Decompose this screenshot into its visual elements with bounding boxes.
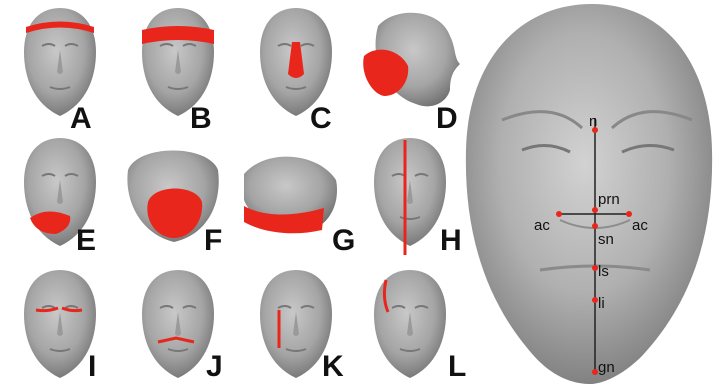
panel-e: E bbox=[0, 130, 120, 255]
landmark-ac-left bbox=[556, 211, 562, 217]
panel-h: H bbox=[350, 130, 470, 255]
panel-label: F bbox=[204, 226, 222, 256]
label-ac-right: ac bbox=[632, 217, 648, 234]
panel-label: H bbox=[440, 226, 462, 256]
panel-j: J bbox=[118, 262, 238, 387]
label-li: li bbox=[598, 295, 605, 312]
panel-label: J bbox=[206, 352, 223, 382]
label-ls: ls bbox=[598, 263, 609, 280]
landmark-sn bbox=[592, 223, 598, 229]
landmark-face: n prn ac ac sn ls li gn bbox=[462, 0, 717, 387]
face-surface bbox=[466, 4, 712, 384]
panel-d: D bbox=[350, 0, 470, 125]
panel-l: L bbox=[350, 262, 470, 387]
face-brow-region bbox=[118, 0, 238, 125]
panel-label: I bbox=[88, 352, 96, 382]
panel-i: I bbox=[0, 262, 120, 387]
panel-a: A bbox=[0, 0, 120, 125]
label-gn: gn bbox=[598, 359, 615, 376]
face-forehead-band bbox=[0, 0, 120, 125]
face-nose-region bbox=[236, 0, 356, 125]
panel-g: G bbox=[236, 130, 356, 255]
panel-b: B bbox=[118, 0, 238, 125]
panel-k: K bbox=[236, 262, 356, 387]
label-prn: prn bbox=[598, 191, 620, 208]
panel-f: F bbox=[118, 130, 238, 255]
face-eye-corners bbox=[0, 262, 120, 387]
panel-label: E bbox=[76, 226, 96, 256]
label-ac-left: ac bbox=[534, 217, 550, 234]
label-sn: sn bbox=[598, 231, 614, 248]
label-n: n bbox=[589, 113, 597, 130]
panel-label: K bbox=[322, 352, 344, 382]
face-mouth-region bbox=[0, 130, 120, 255]
panel-c: C bbox=[236, 0, 356, 125]
